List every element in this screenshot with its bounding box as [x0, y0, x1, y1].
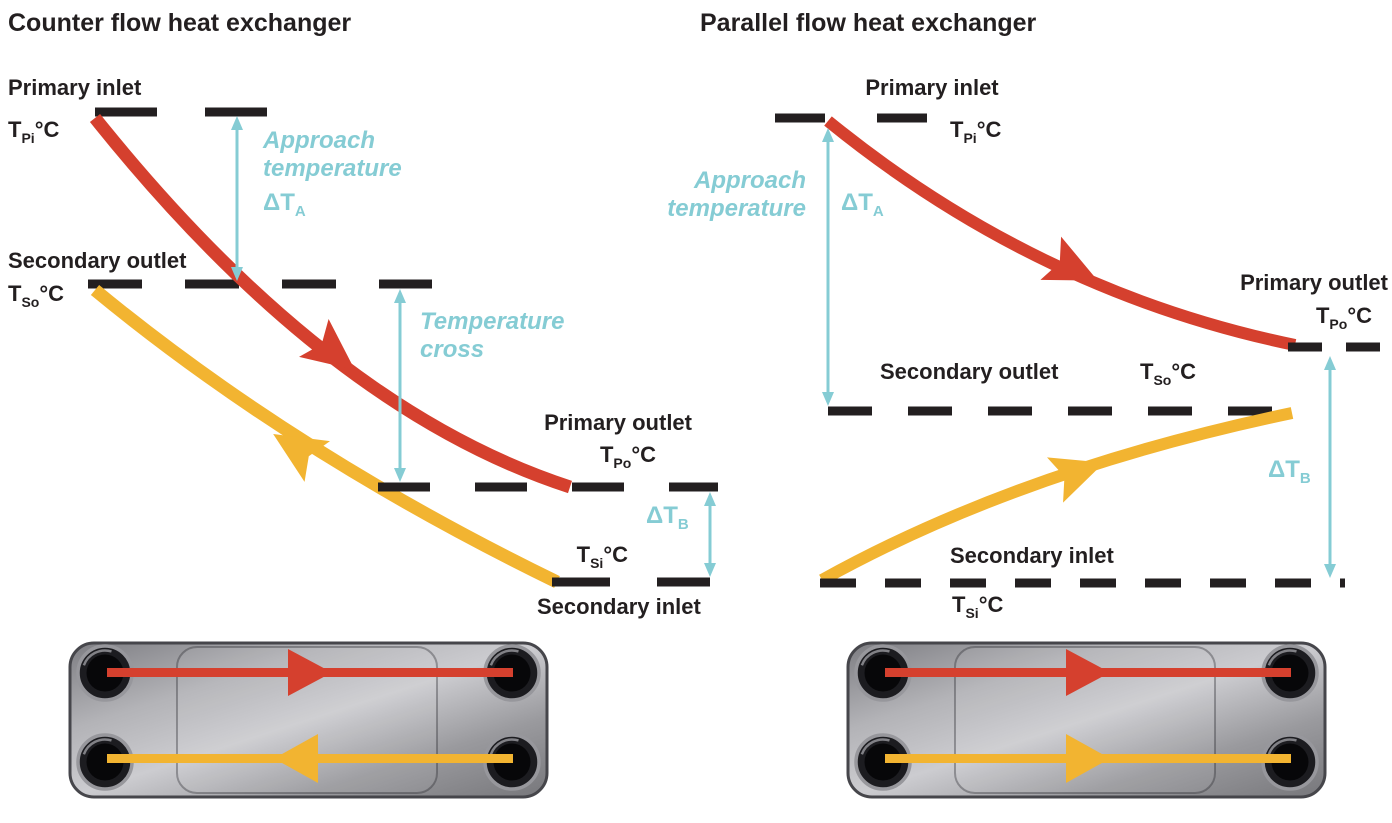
temperature-cross-arrow — [394, 289, 406, 482]
arrow-up-tip — [704, 492, 716, 506]
arrow-down-tip — [231, 267, 243, 281]
delta-t-b-label: ΔTB — [646, 502, 689, 533]
delta-t-b-label: ΔTB — [1268, 456, 1311, 487]
port-top-left — [76, 644, 134, 702]
primary-outlet-temp-label: TPo°C — [1316, 303, 1372, 332]
primary-inlet-temp-label: TPi°C — [8, 117, 59, 146]
cold-flow-arrow — [107, 734, 513, 783]
counter-flow-panel: Counter flow heat exchanger Primary inle… — [8, 9, 718, 619]
parallel-flow-panel: Parallel flow heat exchanger Primary inl… — [667, 9, 1388, 621]
counter-flow-title: Counter flow heat exchanger — [8, 9, 351, 37]
approach-temperature-label-1: Approach — [693, 167, 806, 194]
cold-flow-arrow — [885, 734, 1291, 783]
secondary-outlet-label: Secondary outlet — [880, 359, 1059, 384]
parallel-flow-exchanger-image — [885, 649, 1291, 783]
secondary-inlet-temp-label: TSi°C — [577, 542, 628, 571]
cold-fluid-curve — [90, 284, 560, 588]
approach-temperature-label-1: Approach — [262, 127, 375, 154]
hot-fluid-curve — [824, 116, 1297, 351]
primary-outlet-temp-label: TPo°C — [600, 442, 656, 471]
cold-fluid-curve — [819, 407, 1294, 586]
parallel-flow-title: Parallel flow heat exchanger — [700, 9, 1037, 37]
secondary-inlet-temp-label: TSi°C — [952, 592, 1003, 621]
cold-flow-arrowhead — [1047, 457, 1105, 503]
arrow-down-tip — [822, 392, 834, 406]
arrow-up-tip — [822, 128, 834, 142]
cold-flow-arrowhead — [273, 433, 330, 482]
delta-t-a-label: ΔTA — [263, 189, 306, 220]
secondary-inlet-label: Secondary inlet — [950, 543, 1115, 568]
approach-temperature-arrow — [822, 128, 834, 406]
hot-flow-arrowhead — [299, 319, 355, 370]
arrow-down-tip — [394, 468, 406, 482]
temperature-cross-label-2: cross — [420, 336, 484, 363]
port-bottom-left — [76, 733, 134, 791]
hot-flow-arrow — [885, 649, 1291, 696]
primary-inlet-temp-label: TPi°C — [950, 117, 1001, 146]
delta-t-b-arrow — [704, 492, 716, 577]
primary-outlet-label: Primary outlet — [544, 410, 693, 435]
arrow-up-tip — [231, 116, 243, 130]
primary-outlet-label: Primary outlet — [1240, 270, 1389, 295]
hot-flow-arrowhead — [1040, 236, 1098, 281]
approach-temperature-label-2: temperature — [263, 155, 402, 182]
delta-t-a-label: ΔTA — [841, 189, 884, 220]
arrow-down-tip — [704, 563, 716, 577]
counter-flow-exchanger-image — [107, 649, 513, 783]
secondary-inlet-label: Secondary inlet — [537, 594, 702, 619]
arrow-up-tip — [1324, 356, 1336, 370]
primary-inlet-label: Primary inlet — [8, 75, 142, 100]
hot-flow-arrow — [107, 649, 513, 696]
hot-fluid-curve — [89, 113, 573, 494]
arrow-down-tip — [1324, 564, 1336, 578]
approach-temperature-arrow — [231, 116, 243, 281]
secondary-outlet-label: Secondary outlet — [8, 248, 187, 273]
secondary-outlet-temp-label: TSo°C — [8, 281, 64, 310]
temperature-cross-label-1: Temperature — [420, 308, 565, 335]
arrow-up-tip — [394, 289, 406, 303]
delta-t-b-arrow — [1324, 356, 1336, 578]
primary-inlet-label: Primary inlet — [865, 75, 999, 100]
approach-temperature-label-2: temperature — [667, 195, 806, 222]
secondary-outlet-temp-label: TSo°C — [1140, 359, 1196, 388]
